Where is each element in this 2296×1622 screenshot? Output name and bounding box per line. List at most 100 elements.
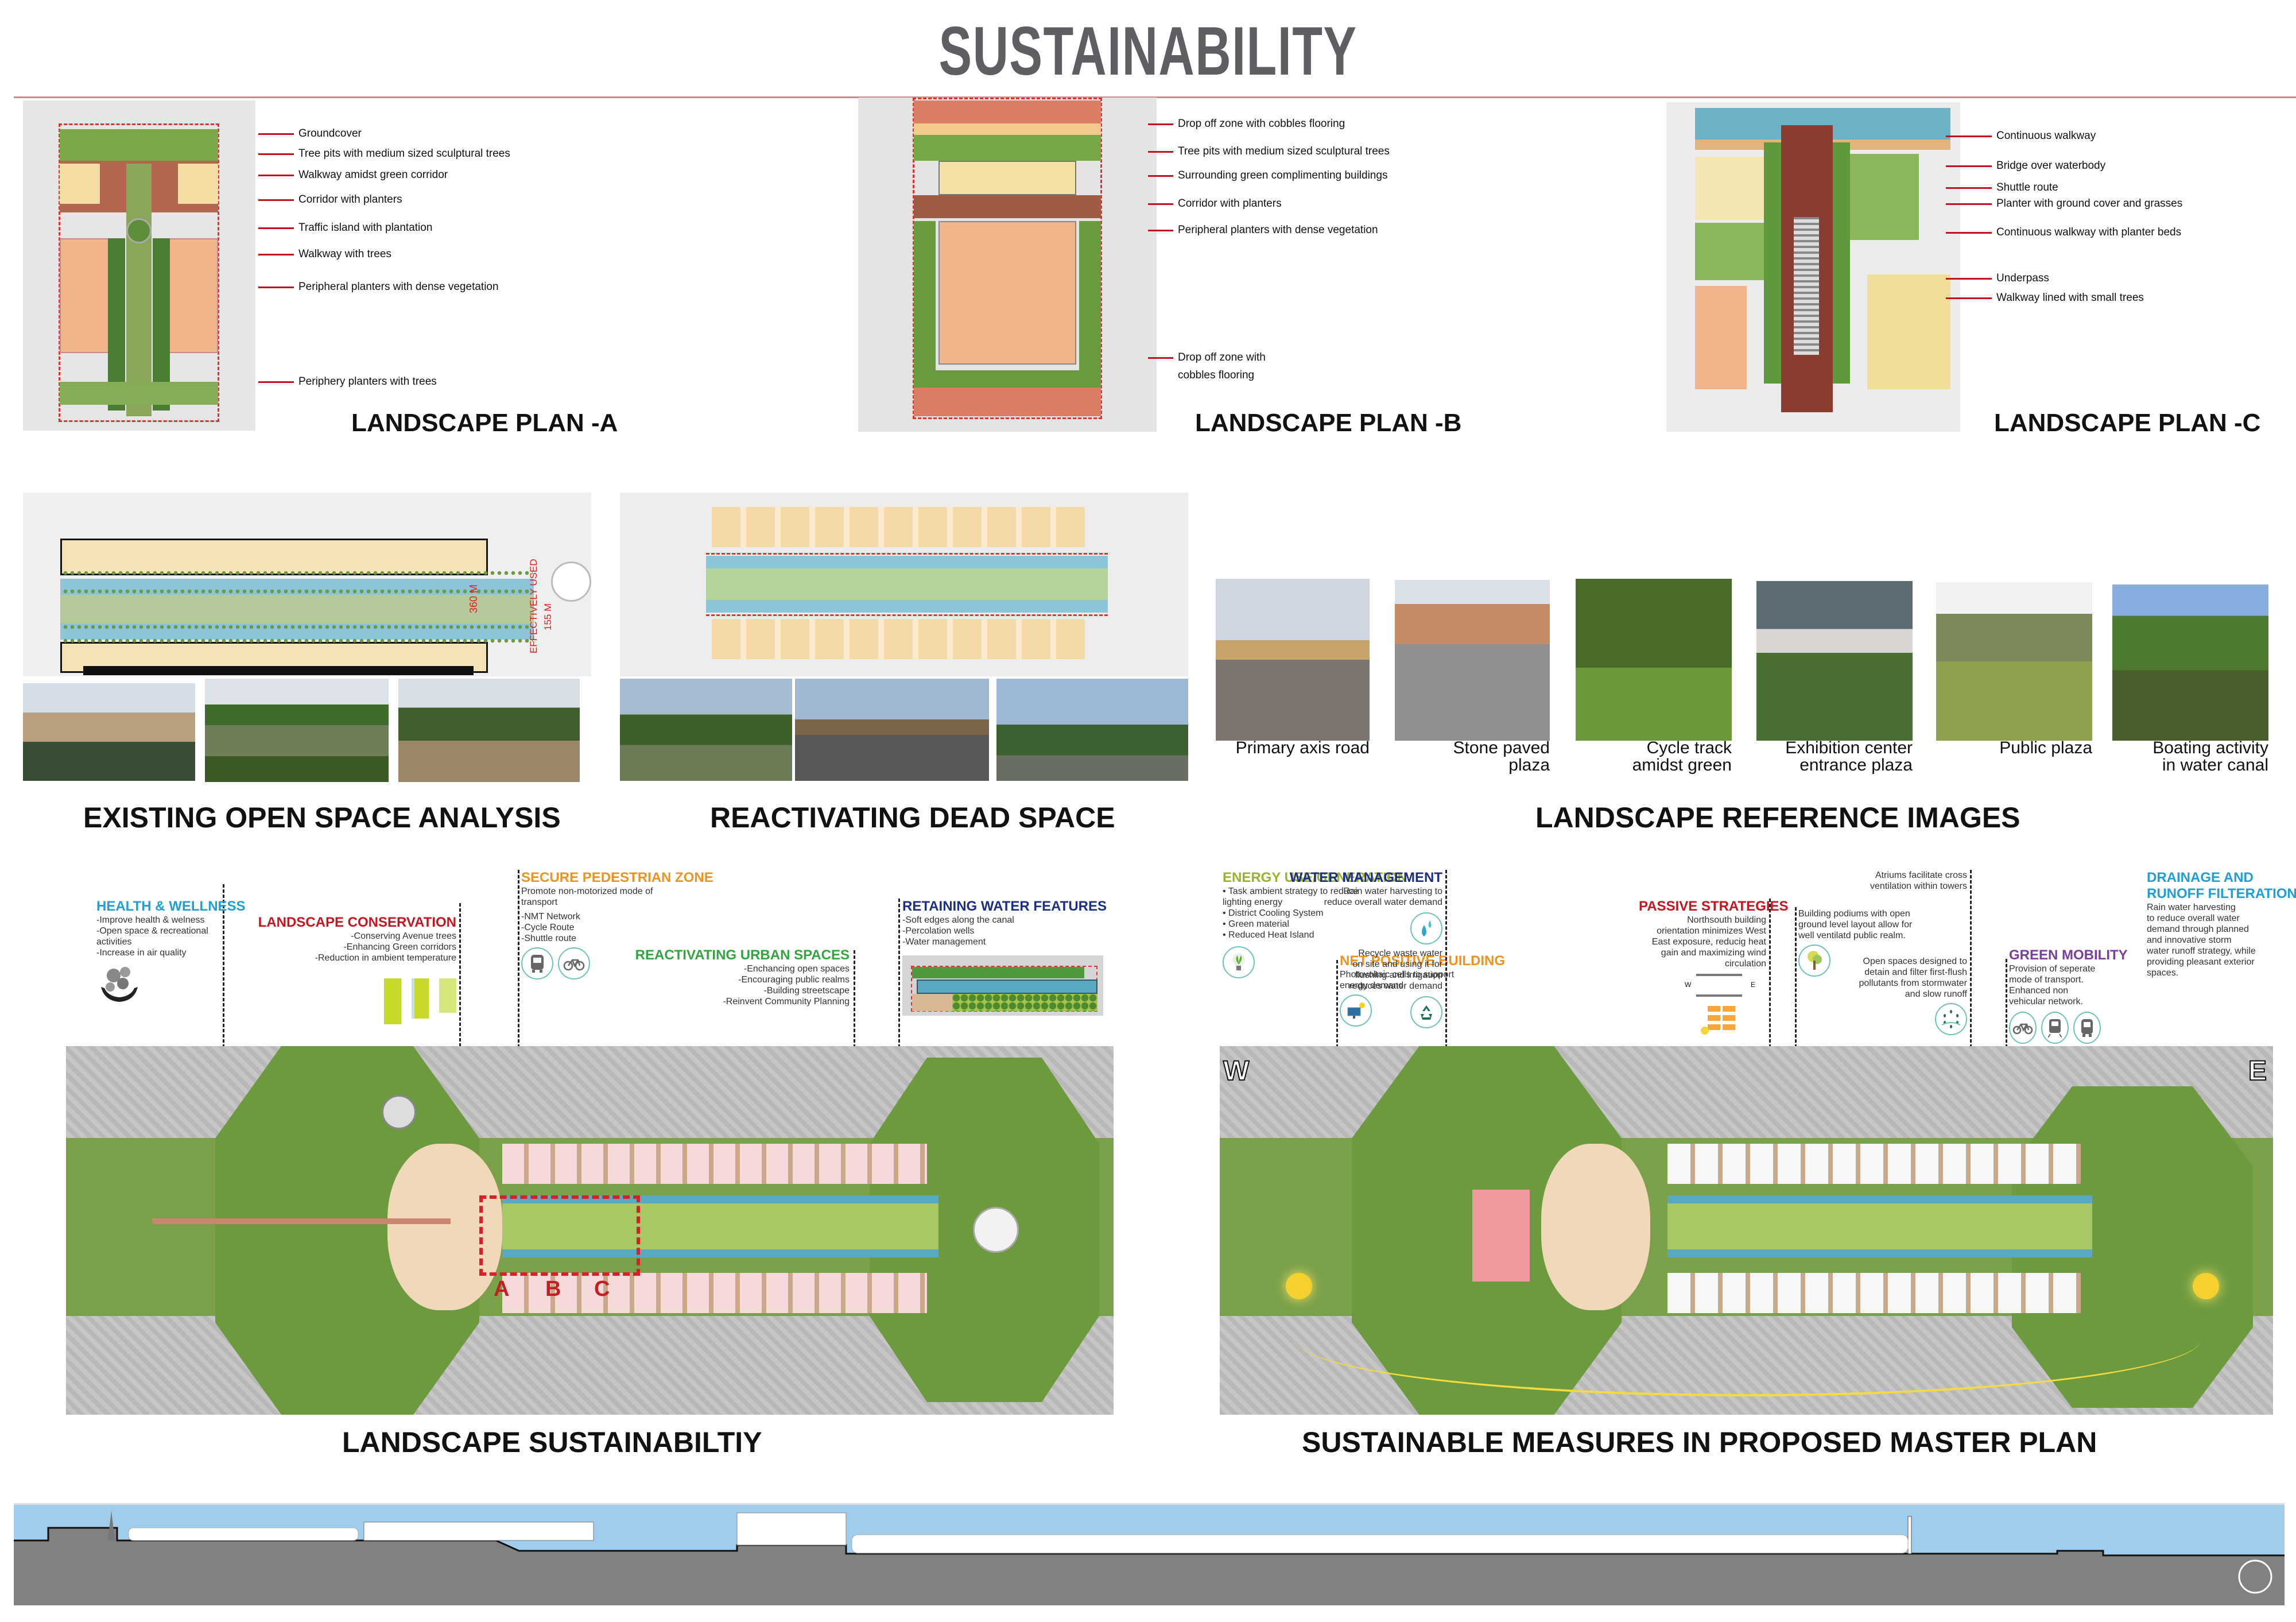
strategy-reactivating-urban: REACTIVATING URBAN SPACES -Enchancing op… [635,947,850,1007]
existing-photo-crowd [23,683,195,781]
measure-atriums-openspaces: Atriums facilitate cross ventilation wit… [1843,870,1967,1035]
existing-open-space-map: 360 M EFFECTIVELY USED 155 M [23,493,591,676]
page-title: SUSTAINABILITY [938,13,1358,90]
plan-b-callout: Drop off zone with [1148,351,1492,364]
leader-line [459,903,461,1047]
leader-line [1445,870,1447,1048]
measure-water: WATER MANAGEMENT Rain water harvesting t… [1286,870,1442,1028]
reference-photo-cycle-track [1576,579,1732,741]
train-icon [2041,1012,2069,1044]
landscape-plan-b-drawing [858,98,1157,432]
reference-photo-public-plaza [1936,582,2092,741]
dimension-label: 360 M [468,584,479,613]
plan-b-callout: Surrounding green complimenting building… [1148,169,1492,182]
sun-east-icon [2193,1273,2219,1299]
plan-c-callout: Bridge over waterbody [1946,160,2290,172]
reference-photo-primary-axis [1216,579,1370,741]
reference-caption-primary-axis: Primary axis road [1235,738,1370,757]
existing-photo-pond [205,679,389,782]
existing-photo-path [398,679,580,782]
sun-west-icon [1286,1273,1312,1299]
measure-drainage: DRAINAGE AND RUNOFF FILTERATION Rain wat… [2147,870,2296,978]
leader-line [2006,959,2007,1048]
tree-icon [1798,944,1830,977]
strategy-retaining-water: RETAINING WATER FEATURES -Soft edges alo… [902,899,1120,1016]
plan-b-callout: Corridor with planters [1148,198,1492,210]
plan-a-callout: Walkway with trees [258,248,603,261]
proposed-master-plan-map: W E [1220,1046,2273,1415]
landscape-plan-c-drawing [1666,102,1960,432]
plan-c-title: LANDSCAPE PLAN -C [1994,409,2261,437]
plan-marker-c: C [594,1277,610,1301]
site-section-elevation [14,1503,2285,1605]
solar-panel-icon [1340,994,1372,1027]
plan-a-title: LANDSCAPE PLAN -A [351,409,618,437]
plan-marker-b: B [545,1277,561,1301]
dead-space-photo-mall [620,679,792,781]
strategy-secure-pedestrian: SECURE PEDESTRIAN ZONE Promote non-motor… [521,870,713,980]
landscape-sustainability-master-plan: A B C [66,1046,1114,1415]
eco-bulb-icon [1223,946,1255,978]
plan-marker-box [479,1195,640,1276]
reference-images-title: LANDSCAPE REFERENCE IMAGES [1535,802,2020,834]
compass-west: W [1223,1055,1250,1087]
plan-a-callout: Groundcover [258,127,603,140]
plan-a-callout: Periphery planters with trees [258,376,603,388]
reactivating-dead-space-map [620,493,1188,676]
plan-c-callout: Continuous walkway with planter beds [1946,226,2290,239]
strategy-landscape-conservation: LANDSCAPE CONSERVATION -Conserving Avenu… [218,915,456,1024]
plan-c-callout: Shuttle route [1946,181,2290,194]
plan-c-callout: Walkway lined with small trees [1946,292,2290,304]
reference-photo-boating [2112,584,2268,741]
leader-line [854,950,855,1048]
leader-line [898,899,900,1048]
canal-detail-plan [902,955,1103,1016]
landscape-plan-a-drawing [23,100,255,431]
leader-line [223,884,224,1048]
plan-marker-a: A [494,1277,510,1301]
sustainable-measures-title: SUSTAINABLE MEASURES IN PROPOSED MASTER … [1302,1426,2097,1458]
reactivating-dead-space-title: REACTIVATING DEAD SPACE [710,802,1115,834]
plan-a-callout: Walkway amidst green corridor [258,169,603,181]
plan-b-callout-cont: cobbles flooring [1178,369,1255,381]
bicycle-icon [2009,1012,2037,1044]
bus-icon [2073,1012,2101,1044]
dead-space-photo-road [795,679,989,781]
landscape-sustainability-title: LANDSCAPE SUSTAINABILTIY [342,1426,762,1458]
strategy-health-wellness: HEALTH & WELLNESS -Improve health & weln… [96,899,246,1007]
compass-east: E [2248,1055,2267,1087]
tree-patch-icon [439,978,456,1013]
plan-c-callout: Planter with ground cover and grasses [1946,198,2290,210]
plan-a-callout: Peripheral planters with dense vegetatio… [258,281,603,293]
plan-a-callout: Corridor with planters [258,193,603,206]
measure-passive: PASSIVE STRATEGIES Northsouth building o… [1639,899,1789,1035]
measure-energy: ENERGY USE/GENERATION • Task ambient str… [1223,870,1418,978]
health-hands-icon [101,967,138,1002]
plan-a-callout: Tree pits with medium sized sculptural t… [258,148,603,160]
effective-value: 155 M [542,603,553,630]
bus-icon [521,947,553,980]
measure-net-positive: NET POSITIVE BUILDING Photovoltaic cells… [1340,953,1512,1027]
reference-photo-exhibition-center [1756,581,1913,741]
temperature-flow-icon [412,978,429,1019]
leader-line [1336,960,1338,1048]
plan-b-title: LANDSCAPE PLAN -B [1195,409,1462,437]
plan-c-callout: Continuous walkway [1946,130,2290,142]
plan-b-callout: Peripheral planters with dense vegetatio… [1148,224,1492,237]
conservation-diagrams [218,978,456,1024]
leader-line [1970,870,1972,1048]
measure-podiums: Building podiums with open ground level … [1798,908,1948,977]
leader-line [1795,907,1797,1048]
plan-b-callout: Tree pits with medium sized sculptural t… [1148,145,1492,158]
measure-green-mobility: GREEN MOBILITY Provision of seperate mod… [2009,947,2135,1044]
plan-b-callout: Drop off zone with cobbles flooring [1148,118,1492,130]
sun-icon [1701,1027,1709,1035]
leader-line [518,870,519,1048]
bicycle-icon [558,947,590,980]
plan-a-callout: Traffic island with plantation [258,222,603,234]
plan-c-callout: Underpass [1946,272,2290,285]
